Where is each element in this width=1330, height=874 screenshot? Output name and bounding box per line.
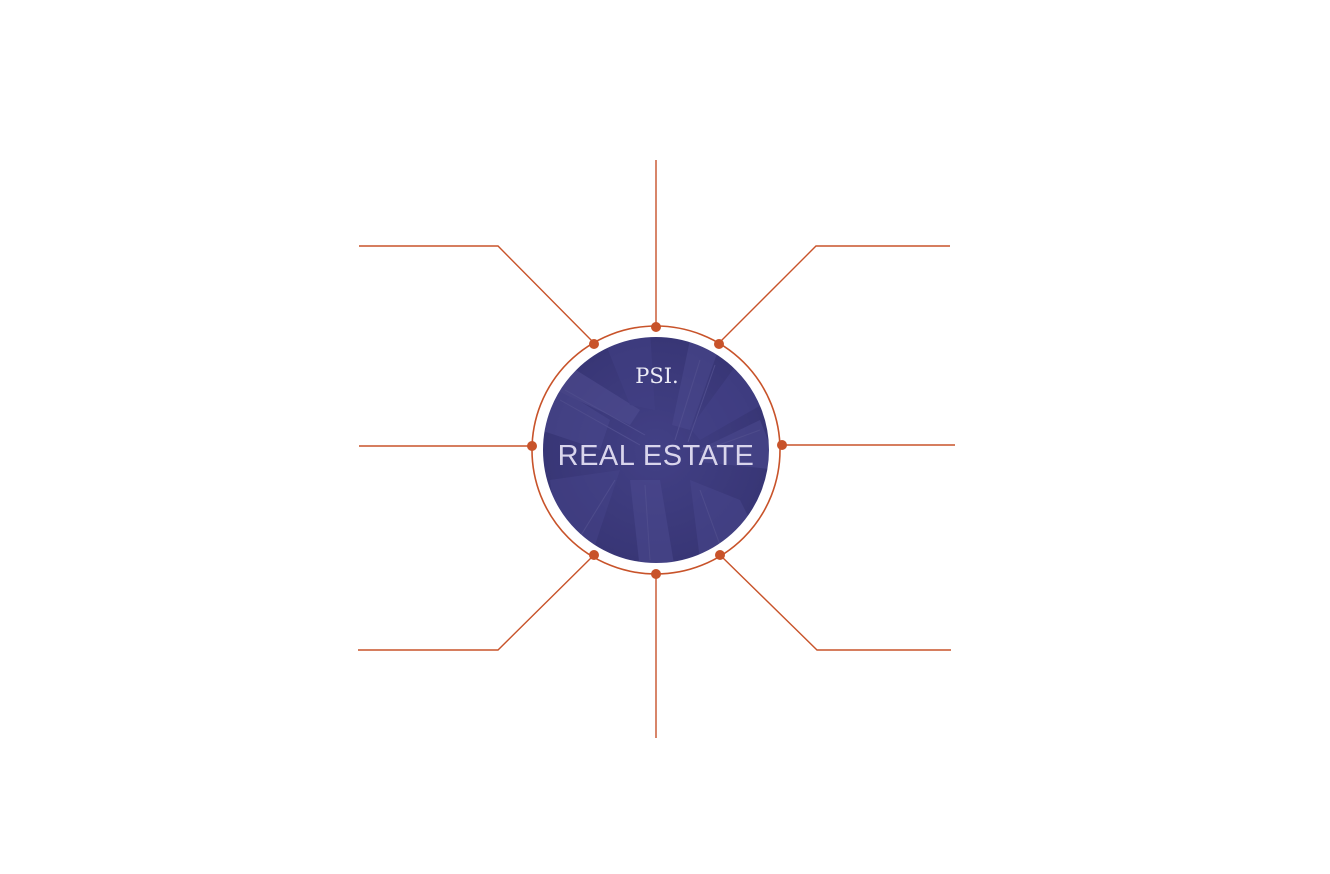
hub-title: REAL ESTATE <box>558 440 755 472</box>
connector-dots <box>527 322 787 579</box>
hub-circle <box>541 335 771 565</box>
skyscraper-image <box>542 336 770 564</box>
psi-logo: PSI. <box>635 364 679 388</box>
node-dot-bottom-right <box>715 550 725 560</box>
node-dot-left <box>527 441 537 451</box>
node-dot-bottom <box>651 569 661 579</box>
connector-lines <box>358 160 955 738</box>
node-dot-top-right <box>714 339 724 349</box>
connector-top-right <box>718 245 950 344</box>
connector-top-left <box>359 245 595 344</box>
node-dot-top-left <box>589 339 599 349</box>
node-dot-right <box>777 440 787 450</box>
node-dot-top <box>651 322 661 332</box>
node-dot-bottom-left <box>589 550 599 560</box>
connector-bottom-right <box>719 554 951 651</box>
connector-bottom-left <box>358 554 595 651</box>
